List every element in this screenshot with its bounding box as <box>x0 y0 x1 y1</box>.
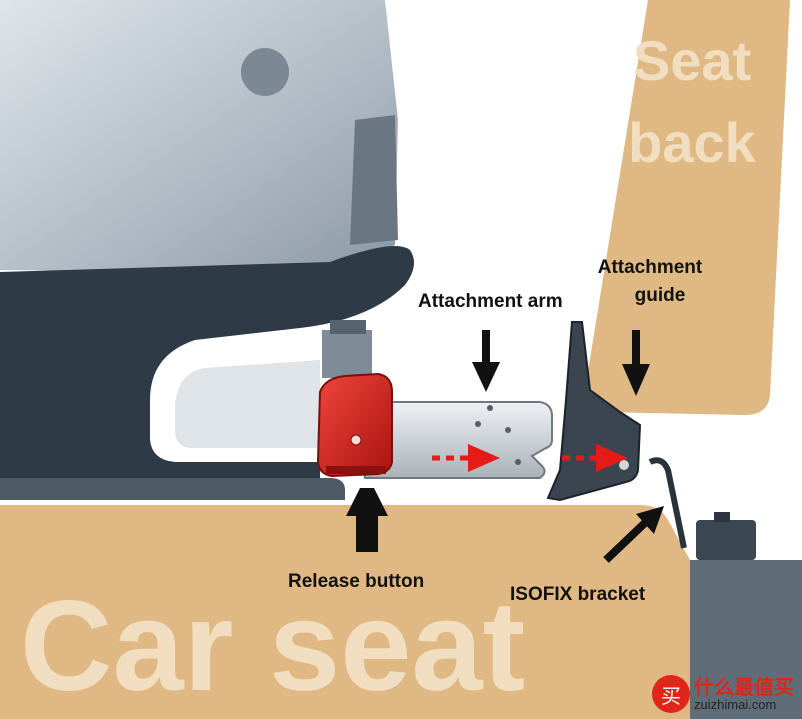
shell-knob <box>241 48 289 96</box>
isofix-bracket <box>648 457 687 549</box>
child-seat-shell <box>0 0 398 272</box>
watermark-domain: zuizhimai.com <box>694 696 777 712</box>
label-attachment-guide-line1: Attachment <box>598 257 703 278</box>
seat-back-label-line1: Seat <box>633 29 751 92</box>
label-isofix-bracket: ISOFIX bracket <box>510 584 646 605</box>
watermark: 买 什么最值买 zuizhimai.com <box>652 675 794 713</box>
movement-arrow-2 <box>562 444 628 472</box>
car-seat-cushion <box>0 505 690 719</box>
label-release-button: Release button <box>288 571 424 592</box>
seat-back-label-line2: back <box>628 111 756 174</box>
car-seat-label: Car seat <box>20 575 525 718</box>
label-attachment-arm: Attachment arm <box>418 291 563 312</box>
arrow-attachment-guide <box>622 330 650 396</box>
child-seat-base <box>0 246 414 478</box>
watermark-logo: 买 <box>652 675 690 713</box>
car-body-block <box>690 560 802 719</box>
release-button <box>316 372 393 478</box>
watermark-site-name: 什么最值买 <box>694 674 794 699</box>
attachment-arm <box>353 401 553 479</box>
arrow-isofix-bracket <box>603 506 664 563</box>
movement-arrow-1 <box>432 444 500 472</box>
seat-back <box>584 0 790 415</box>
arrow-release-button <box>346 488 388 552</box>
label-attachment-guide-line2: guide <box>635 285 686 306</box>
bracket-base <box>696 520 756 560</box>
arrow-attachment-arm <box>472 330 500 392</box>
